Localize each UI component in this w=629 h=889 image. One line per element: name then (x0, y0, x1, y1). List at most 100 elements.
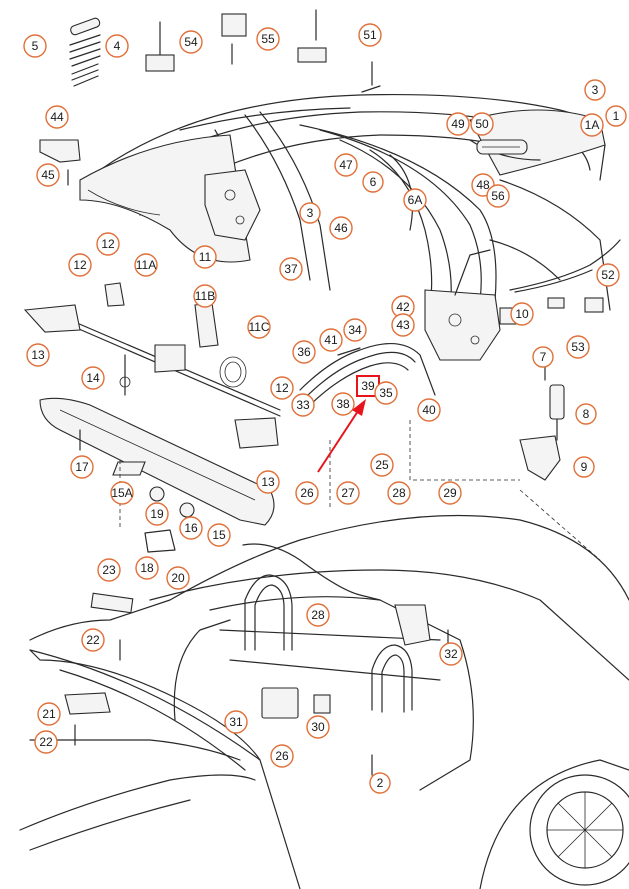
svg-text:15A: 15A (111, 486, 132, 500)
callout-38[interactable]: 38 (331, 392, 355, 416)
callout-23[interactable]: 23 (97, 558, 121, 582)
svg-text:1A: 1A (585, 118, 600, 132)
callout-1A[interactable]: 1A (580, 113, 604, 137)
svg-text:30: 30 (311, 720, 325, 734)
callout-7[interactable]: 7 (532, 346, 554, 368)
svg-text:22: 22 (86, 633, 100, 647)
svg-text:11: 11 (199, 250, 212, 264)
callout-21[interactable]: 21 (37, 702, 61, 726)
svg-text:10: 10 (515, 307, 529, 321)
callout-15A[interactable]: 15A (110, 481, 134, 505)
callout-43[interactable]: 43 (391, 313, 415, 337)
svg-text:11B: 11B (195, 289, 215, 303)
callout-12-a[interactable]: 12 (96, 232, 120, 256)
svg-text:39: 39 (361, 379, 375, 393)
callout-33[interactable]: 33 (291, 393, 315, 417)
svg-text:3: 3 (307, 206, 314, 220)
callout-22-a[interactable]: 22 (81, 628, 105, 652)
callout-27[interactable]: 27 (336, 481, 360, 505)
callout-26-a[interactable]: 26 (295, 481, 319, 505)
callout-11[interactable]: 11 (193, 245, 217, 269)
callout-8[interactable]: 8 (575, 403, 597, 425)
svg-text:14: 14 (86, 371, 100, 385)
svg-text:9: 9 (581, 460, 588, 474)
svg-text:46: 46 (334, 221, 348, 235)
svg-text:26: 26 (275, 749, 289, 763)
callout-20[interactable]: 20 (166, 566, 190, 590)
callout-40[interactable]: 40 (417, 398, 441, 422)
callout-16[interactable]: 16 (179, 516, 203, 540)
svg-text:50: 50 (475, 117, 489, 131)
callout-51[interactable]: 51 (358, 23, 382, 47)
callout-5[interactable]: 5 (23, 34, 47, 58)
callout-28-b[interactable]: 28 (306, 603, 330, 627)
callout-54[interactable]: 54 (179, 30, 203, 54)
svg-text:28: 28 (392, 486, 406, 500)
callout-13-b[interactable]: 13 (256, 470, 280, 494)
callout-49[interactable]: 49 (446, 112, 470, 136)
callout-3-mid[interactable]: 3 (299, 202, 321, 224)
svg-text:22: 22 (39, 735, 53, 749)
svg-text:31: 31 (229, 715, 243, 729)
callout-12-c[interactable]: 12 (270, 376, 294, 400)
svg-text:7: 7 (540, 350, 547, 364)
callout-6A[interactable]: 6A (403, 188, 427, 212)
callout-42[interactable]: 42 (391, 295, 415, 319)
callout-11C[interactable]: 11C (247, 315, 271, 339)
svg-text:13: 13 (261, 475, 275, 489)
svg-text:13: 13 (31, 348, 45, 362)
callout-3-top[interactable]: 3 (584, 79, 606, 101)
callout-36[interactable]: 36 (292, 340, 316, 364)
callout-12-b[interactable]: 12 (68, 253, 92, 277)
callout-22-b[interactable]: 22 (34, 730, 58, 754)
callout-6[interactable]: 6 (362, 171, 384, 193)
callout-32[interactable]: 32 (439, 642, 463, 666)
callout-26-b[interactable]: 26 (270, 744, 294, 768)
svg-text:42: 42 (396, 300, 410, 314)
callout-55[interactable]: 55 (256, 27, 280, 51)
callout-44[interactable]: 44 (45, 105, 69, 129)
svg-text:52: 52 (601, 268, 615, 282)
callout-37[interactable]: 37 (279, 257, 303, 281)
svg-text:15: 15 (212, 528, 226, 542)
callout-56[interactable]: 56 (486, 184, 510, 208)
callout-15[interactable]: 15 (207, 523, 231, 547)
callout-50[interactable]: 50 (470, 112, 494, 136)
callout-4[interactable]: 4 (105, 34, 129, 58)
svg-text:23: 23 (102, 563, 116, 577)
svg-text:44: 44 (50, 110, 64, 124)
svg-text:6: 6 (370, 175, 377, 189)
callout-9[interactable]: 9 (573, 456, 595, 478)
callout-41[interactable]: 41 (319, 328, 343, 352)
svg-text:11C: 11C (248, 320, 269, 334)
callout-31[interactable]: 31 (224, 710, 248, 734)
callout-25[interactable]: 25 (370, 453, 394, 477)
svg-text:53: 53 (571, 340, 585, 354)
callout-17[interactable]: 17 (70, 455, 94, 479)
callout-11A[interactable]: 11A (134, 253, 158, 277)
callout-10[interactable]: 10 (510, 302, 534, 326)
callout-52[interactable]: 52 (596, 263, 620, 287)
callout-1[interactable]: 1 (605, 105, 627, 127)
svg-text:4: 4 (114, 39, 121, 53)
callout-11B[interactable]: 11B (193, 284, 217, 308)
callout-18[interactable]: 18 (135, 556, 159, 580)
callout-34[interactable]: 34 (343, 318, 367, 342)
callout-46[interactable]: 46 (329, 216, 353, 240)
callout-35[interactable]: 35 (374, 381, 398, 405)
callout-13-a[interactable]: 13 (26, 343, 50, 367)
callout-53[interactable]: 53 (566, 335, 590, 359)
callout-47[interactable]: 47 (334, 153, 358, 177)
svg-text:1: 1 (613, 109, 620, 123)
callout-29[interactable]: 29 (438, 481, 462, 505)
line-art (19, 9, 629, 889)
callout-30[interactable]: 30 (306, 715, 330, 739)
callout-19[interactable]: 19 (145, 502, 169, 526)
svg-text:16: 16 (184, 521, 198, 535)
callout-45[interactable]: 45 (36, 163, 60, 187)
svg-text:25: 25 (375, 458, 389, 472)
callout-2[interactable]: 2 (369, 772, 391, 794)
callout-28-a[interactable]: 28 (387, 481, 411, 505)
callout-14[interactable]: 14 (81, 366, 105, 390)
svg-text:28: 28 (311, 608, 325, 622)
